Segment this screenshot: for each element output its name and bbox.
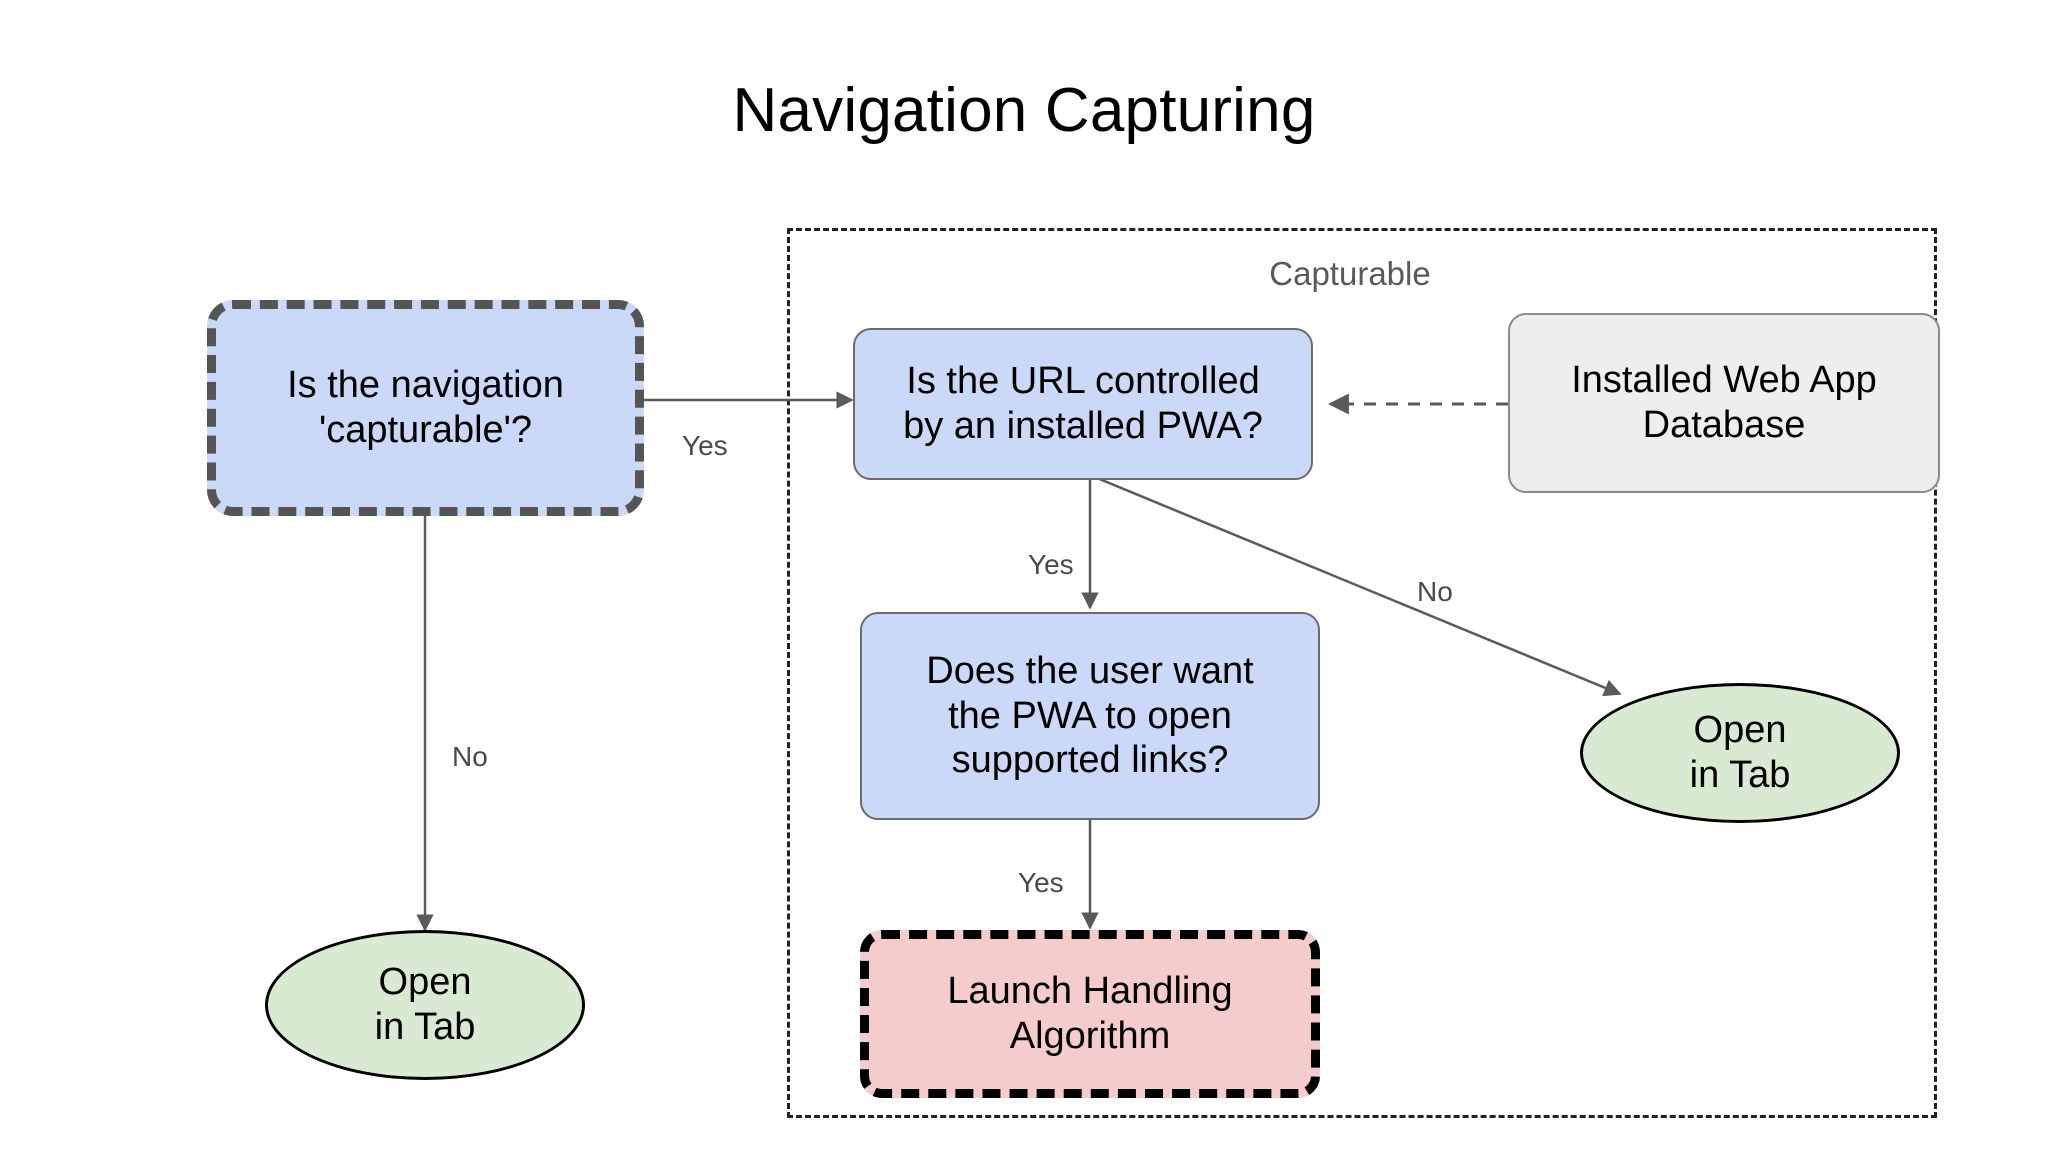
node-line-3: supported links? [951, 739, 1229, 782]
node-installed-web-app-database[interactable]: Installed Web App Database [1508, 313, 1940, 493]
node-label: Is the navigation 'capturable'? [273, 363, 578, 453]
edge-label-url-no: No [1417, 576, 1453, 607]
node-line-2: by an installed PWA? [903, 405, 1263, 447]
node-label: Open in Tab [1676, 708, 1805, 798]
node-line-1: Is the navigation [287, 364, 564, 407]
node-open-in-tab-right[interactable]: Open in Tab [1580, 683, 1900, 823]
node-line-2: the PWA to open [948, 694, 1232, 737]
capturable-group-label: Capturable [1269, 255, 1431, 292]
edge-label-capturable-no: No [452, 741, 488, 772]
node-is-url-controlled-by-pwa[interactable]: Is the URL controlled by an installed PW… [853, 328, 1313, 480]
node-label: Open in Tab [361, 960, 490, 1050]
node-line-2: in Tab [1689, 754, 1791, 796]
edge-label-user-yes: Yes [1018, 867, 1064, 898]
edge-label-capturable-yes: Yes [682, 430, 728, 461]
node-open-in-tab-left[interactable]: Open in Tab [265, 930, 585, 1080]
node-line-2: Algorithm [1009, 1015, 1171, 1057]
node-line-2: in Tab [374, 1006, 476, 1048]
node-line-1: Is the URL controlled [906, 360, 1260, 403]
node-label: Does the user want the PWA to open suppo… [912, 649, 1267, 783]
node-line-1: Open [378, 961, 472, 1004]
node-is-navigation-capturable[interactable]: Is the navigation 'capturable'? [207, 300, 644, 516]
edge-label-url-yes: Yes [1028, 549, 1074, 580]
node-line-1: Open [1693, 709, 1787, 752]
node-does-user-want-pwa-open-links[interactable]: Does the user want the PWA to open suppo… [860, 612, 1320, 820]
page-title: Navigation Capturing [732, 76, 1316, 145]
node-line-2: Database [1642, 404, 1806, 446]
node-label: Is the URL controlled by an installed PW… [889, 359, 1277, 449]
node-line-1: Does the user want [926, 649, 1254, 692]
node-label: Launch Handling Algorithm [933, 969, 1246, 1059]
capturable-group-container [787, 228, 1937, 1118]
node-line-1: Launch Handling [947, 970, 1233, 1013]
node-launch-handling-algorithm[interactable]: Launch Handling Algorithm [860, 930, 1320, 1098]
node-line-1: Installed Web App [1571, 359, 1877, 402]
node-label: Installed Web App Database [1557, 358, 1891, 448]
node-line-2: 'capturable'? [318, 409, 533, 451]
